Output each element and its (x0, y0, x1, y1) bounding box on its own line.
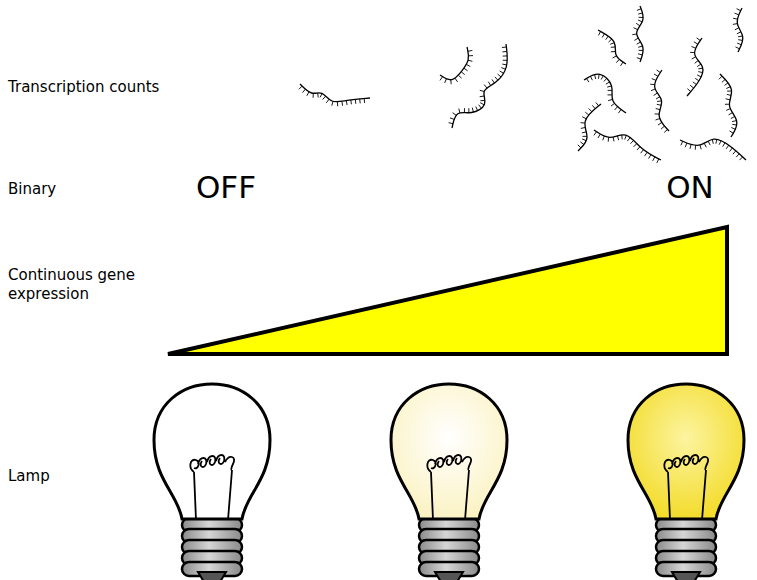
mrna-ticks (440, 50, 473, 84)
state-label: OFF (196, 172, 256, 203)
mrna-strands (299, 6, 746, 163)
bulb-glass (391, 384, 507, 519)
row-label: Continuous gene expression (8, 266, 140, 304)
state-label: ON (666, 172, 714, 203)
light-bulb (154, 384, 270, 580)
row-label: Binary (8, 180, 56, 199)
mrna-ticks (650, 70, 667, 133)
mrna-ticks (719, 76, 737, 133)
mrna-strand (637, 6, 643, 62)
bulb-filament (190, 455, 234, 520)
bulb-contact (672, 572, 700, 580)
bulb-contact (435, 572, 463, 580)
bulb-glass (628, 384, 744, 519)
lamp-bulbs (154, 384, 744, 580)
mrna-ticks (578, 102, 599, 148)
row-label: Transcription counts (8, 78, 159, 97)
mrna-strand (680, 139, 746, 160)
expression-ramp (168, 227, 727, 354)
mrna-ticks (599, 31, 623, 66)
mrna-ticks (632, 9, 643, 59)
mrna-ticks (681, 139, 743, 160)
light-bulb (628, 384, 744, 580)
row-label: Lamp (8, 467, 50, 486)
mrna-strand (578, 104, 601, 151)
mrna-strand (655, 70, 669, 131)
mrna-strand (440, 47, 468, 80)
mrna-strand (584, 74, 626, 113)
bulb-contact (198, 572, 226, 580)
mrna-strand (452, 44, 507, 128)
bulb-filament (664, 455, 708, 520)
mrna-ticks (733, 9, 743, 49)
bulb-filament (427, 455, 471, 520)
mrna-ticks (449, 47, 508, 124)
mrna-ticks (299, 86, 365, 106)
mrna-ticks (594, 132, 659, 163)
light-bulb (391, 384, 507, 580)
mrna-strand (687, 38, 703, 96)
mrna-strand (720, 74, 737, 137)
mrna-ticks (587, 74, 622, 113)
bulb-glass (154, 384, 270, 519)
mrna-ticks (687, 38, 702, 92)
